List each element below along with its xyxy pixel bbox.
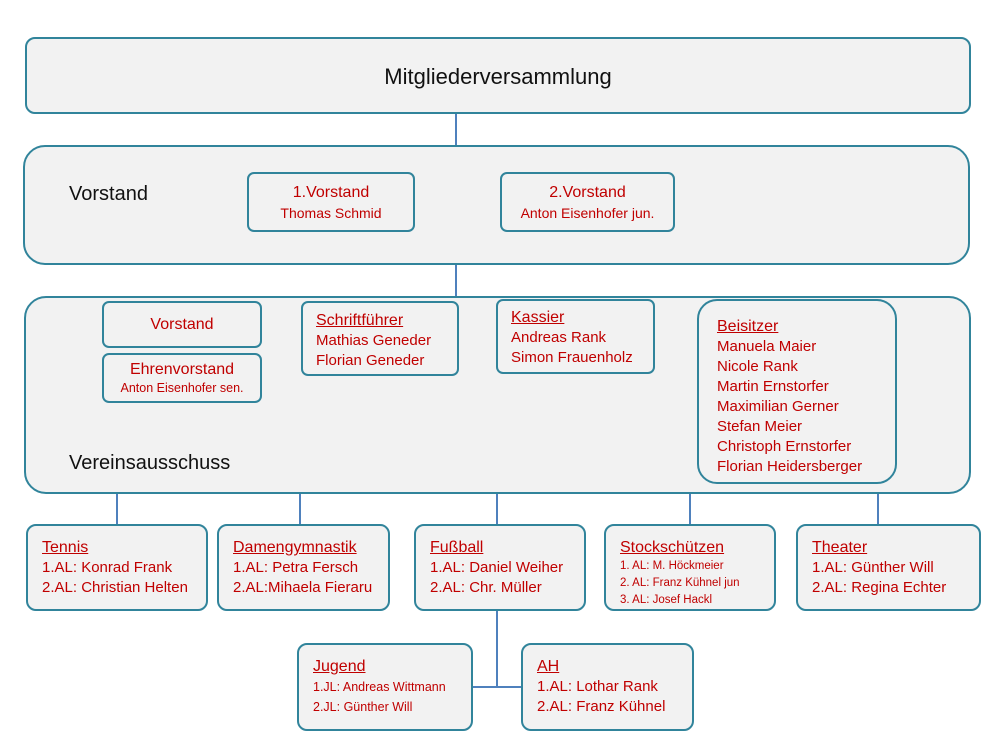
damengymnastik-line: 1.AL: Petra Fersch: [233, 559, 359, 576]
ehrenvorstand-title: Ehrenvorstand: [129, 361, 235, 378]
jugend-line: 2.JL: Günther Will: [313, 700, 413, 714]
stockschuetzen-box: Stockschützen 1. AL: M. Höckmeier 2. AL:…: [604, 524, 776, 611]
mitgliederversammlung-box: Mitgliederversammlung: [25, 37, 971, 114]
jugend-line: 1.JL: Andreas Wittmann: [313, 680, 446, 694]
fussball-line: 2.AL: Chr. Müller: [430, 579, 542, 596]
ausschuss-vorstand-box: Vorstand: [102, 301, 262, 348]
first-vorstand-title: 1.Vorstand: [292, 184, 370, 201]
ah-line: 2.AL: Franz Kühnel: [537, 698, 666, 715]
tennis-line: 1.AL: Konrad Frank: [42, 559, 173, 576]
ehrenvorstand-box: Ehrenvorstand Anton Eisenhofer sen.: [102, 353, 262, 403]
tennis-line: 2.AL: Christian Helten: [42, 579, 188, 596]
jugend-box: Jugend 1.JL: Andreas Wittmann 2.JL: Günt…: [297, 643, 473, 731]
beisitzer-title: Beisitzer: [717, 318, 779, 335]
connector-mv-vorstand: [455, 114, 457, 146]
schriftfuehrer-box: Schriftführer Mathias Geneder Florian Ge…: [301, 301, 459, 376]
stockschuetzen-line: 2. AL: Franz Kühnel jun: [620, 577, 740, 589]
connector-vorstand-ausschuss: [455, 265, 457, 297]
beisitzer-member: Martin Ernstorfer: [717, 378, 829, 395]
beisitzer-member: Stefan Meier: [717, 418, 803, 435]
ah-box: AH 1.AL: Lothar Rank 2.AL: Franz Kühnel: [521, 643, 694, 731]
kassier-member: Andreas Rank: [511, 329, 607, 346]
schriftfuehrer-member: Mathias Geneder: [316, 332, 432, 349]
kassier-members: Andreas Rank Simon Frauenholz: [511, 328, 653, 368]
beisitzer-members: Manuela Maier Nicole Rank Martin Ernstor…: [717, 337, 895, 477]
connector-sub-horizontal: [472, 686, 524, 688]
damengymnastik-line: 2.AL:Mihaela Fieraru: [233, 579, 373, 596]
beisitzer-member: Maximilian Gerner: [717, 398, 839, 415]
theater-title: Theater: [812, 539, 868, 556]
beisitzer-box: Beisitzer Manuela Maier Nicole Rank Mart…: [697, 299, 897, 484]
kassier-box: Kassier Andreas Rank Simon Frauenholz: [496, 299, 655, 374]
second-vorstand-box: 2.Vorstand Anton Eisenhofer jun.: [500, 172, 675, 232]
second-vorstand-name: Anton Eisenhofer jun.: [520, 205, 655, 221]
beisitzer-member: Nicole Rank: [717, 358, 798, 375]
ah-title: AH: [537, 658, 560, 675]
connector-damengymnastik: [299, 494, 301, 524]
connector-tennis: [116, 494, 118, 524]
schriftfuehrer-member: Florian Geneder: [316, 352, 425, 369]
damengymnastik-title: Damengymnastik: [233, 539, 357, 556]
ah-line: 1.AL: Lothar Rank: [537, 678, 658, 695]
kassier-title: Kassier: [511, 309, 565, 326]
tennis-box: Tennis 1.AL: Konrad Frank 2.AL: Christia…: [26, 524, 208, 611]
vorstand-box: [23, 145, 970, 265]
fussball-box: Fußball 1.AL: Daniel Weiher 2.AL: Chr. M…: [414, 524, 586, 611]
first-vorstand-box: 1.Vorstand Thomas Schmid: [247, 172, 415, 232]
beisitzer-member: Florian Heidersberger: [717, 458, 863, 475]
fussball-title: Fußball: [430, 539, 484, 556]
stockschuetzen-line: 1. AL: M. Höckmeier: [620, 560, 724, 572]
fussball-line: 1.AL: Daniel Weiher: [430, 559, 564, 576]
vereinsausschuss-label: Vereinsausschuss: [69, 452, 231, 474]
ausschuss-vorstand-title: Vorstand: [150, 316, 214, 333]
kassier-member: Simon Frauenholz: [511, 349, 633, 366]
theater-line: 2.AL: Regina Echter: [812, 579, 947, 596]
stockschuetzen-line: 3. AL: Josef Hackl: [620, 594, 713, 606]
beisitzer-member: Christoph Ernstorfer: [717, 438, 852, 455]
second-vorstand-title: 2.Vorstand: [549, 184, 626, 201]
damengymnastik-box: Damengymnastik 1.AL: Petra Fersch 2.AL:M…: [217, 524, 390, 611]
schriftfuehrer-title: Schriftführer: [316, 312, 404, 329]
theater-line: 1.AL: Günther Will: [812, 559, 934, 576]
connector-stockschuetzen: [689, 494, 691, 524]
jugend-title: Jugend: [313, 658, 366, 675]
first-vorstand-name: Thomas Schmid: [280, 205, 382, 221]
theater-box: Theater 1.AL: Günther Will 2.AL: Regina …: [796, 524, 981, 611]
connector-fussball: [496, 494, 498, 524]
stockschuetzen-title: Stockschützen: [620, 539, 725, 556]
vorstand-label: Vorstand: [69, 183, 148, 205]
tennis-title: Tennis: [42, 539, 89, 556]
schriftfuehrer-members: Mathias Geneder Florian Geneder: [316, 331, 457, 371]
mitgliederversammlung-title: Mitgliederversammlung: [384, 64, 612, 89]
beisitzer-member: Manuela Maier: [717, 338, 817, 355]
ehrenvorstand-name: Anton Eisenhofer sen.: [120, 381, 244, 395]
connector-fussball-sub: [496, 611, 498, 687]
connector-theater: [877, 494, 879, 524]
